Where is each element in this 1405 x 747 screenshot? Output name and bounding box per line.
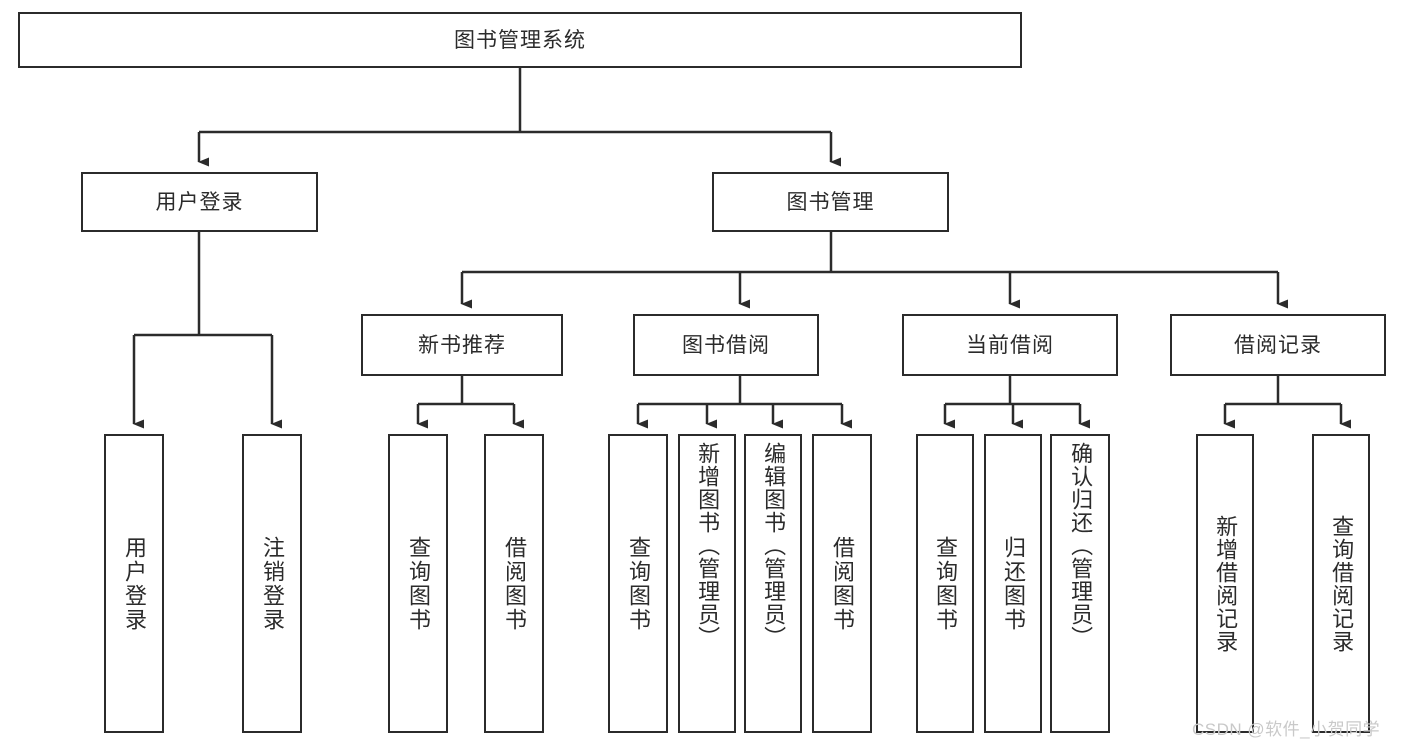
leaf-current-return-book[interactable]: 归还图书 — [984, 434, 1042, 733]
node-label: 新增借阅记录 — [1213, 514, 1239, 653]
node-label: 查询图书 — [625, 535, 651, 632]
leaf-user-login-login[interactable]: 用户登录 — [104, 434, 164, 733]
leaf-record-add-record[interactable]: 新增借阅记录 — [1196, 434, 1254, 733]
leaf-borrow-add-book-admin[interactable]: 新增图书（管理员） — [678, 434, 736, 733]
leaf-current-confirm-return-admin[interactable]: 确认归还（管理员） — [1050, 434, 1110, 733]
leaf-borrow-edit-book-admin[interactable]: 编辑图书（管理员） — [744, 434, 802, 733]
node-new-book-recommendation[interactable]: 新书推荐 — [361, 314, 563, 376]
node-book-management[interactable]: 图书管理 — [712, 172, 949, 232]
leaf-borrow-query-book[interactable]: 查询图书 — [608, 434, 668, 733]
node-root-book-management-system[interactable]: 图书管理系统 — [18, 12, 1022, 68]
node-label: 借阅图书 — [501, 535, 527, 632]
node-label: 注销登录 — [259, 535, 285, 632]
leaf-user-login-logout[interactable]: 注销登录 — [242, 434, 302, 733]
node-label: 借阅记录 — [1234, 333, 1322, 357]
node-label: 图书管理系统 — [454, 28, 586, 52]
node-label: 查询借阅记录 — [1329, 514, 1355, 653]
node-label: 新书推荐 — [418, 333, 506, 357]
node-label: 当前借阅 — [966, 333, 1054, 357]
node-label: 新增图书（管理员） — [695, 442, 721, 649]
node-label: 用户登录 — [155, 190, 244, 214]
csdn-watermark: CSDN @软件_小贺同学 — [1192, 720, 1381, 739]
node-label: 用户登录 — [121, 535, 147, 632]
leaf-new-book-borrow[interactable]: 借阅图书 — [484, 434, 544, 733]
node-label: 图书借阅 — [682, 333, 770, 357]
leaf-borrow-borrow-book[interactable]: 借阅图书 — [812, 434, 872, 733]
node-label: 图书管理 — [786, 190, 875, 214]
node-current-borrowing[interactable]: 当前借阅 — [902, 314, 1118, 376]
node-book-borrowing[interactable]: 图书借阅 — [633, 314, 819, 376]
node-user-login[interactable]: 用户登录 — [81, 172, 318, 232]
leaf-new-book-query[interactable]: 查询图书 — [388, 434, 448, 733]
node-label: 编辑图书（管理员） — [761, 442, 787, 649]
node-label: 归还图书 — [1000, 535, 1026, 632]
leaf-record-query-record[interactable]: 查询借阅记录 — [1312, 434, 1370, 733]
node-label: 借阅图书 — [829, 535, 855, 632]
node-borrowing-records[interactable]: 借阅记录 — [1170, 314, 1386, 376]
leaf-current-query-book[interactable]: 查询图书 — [916, 434, 974, 733]
node-label: 确认归还（管理员） — [1068, 442, 1094, 649]
node-label: 查询图书 — [405, 535, 431, 632]
node-label: 查询图书 — [932, 535, 958, 632]
